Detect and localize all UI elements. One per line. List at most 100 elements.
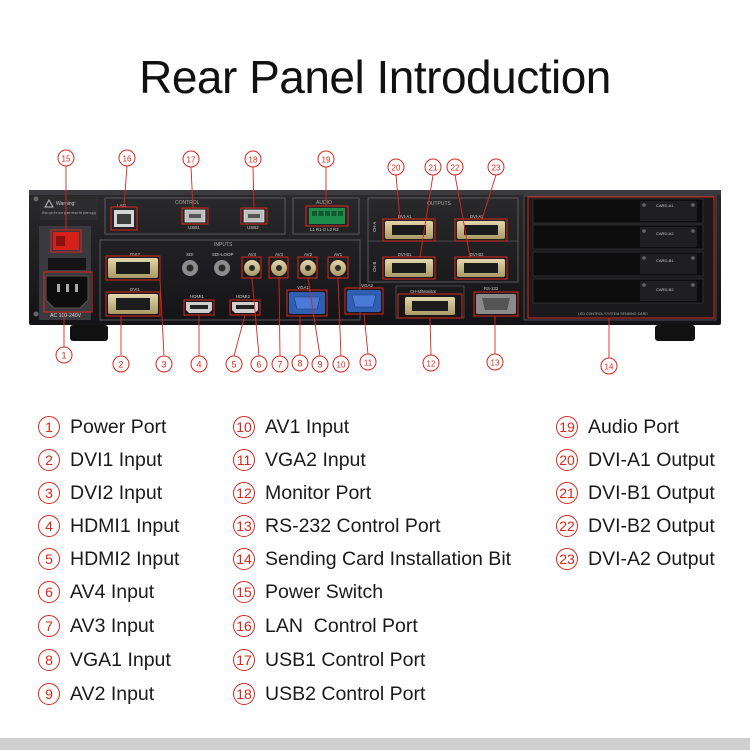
callout-8: 8 [291, 354, 309, 372]
card-slot-a1: CARD-A1 [532, 198, 704, 224]
callout-18: 18 [244, 150, 262, 168]
warning-text: When open the cover please remove the po… [42, 211, 96, 215]
sdi-loop-port: SDI-LOOP [212, 252, 234, 276]
svg-text:7: 7 [277, 360, 282, 370]
audio-pins: L1 R1 G L2 R2 [310, 227, 339, 232]
callout-9: 9 [311, 355, 329, 373]
legend-label: DVI1 Input [70, 448, 163, 471]
legend-item-18: 18 USB2 Control Port [233, 681, 425, 707]
legend-number: 20 [556, 449, 578, 471]
dvi-b1-port: DVI-B1 [385, 252, 433, 277]
callout-17: 17 [182, 150, 200, 168]
legend-label: VGA1 Input [70, 648, 171, 671]
callout-7: 7 [271, 355, 289, 373]
card-caption: LED CONTROL SYSTEM SENDING CARD [578, 312, 648, 316]
svg-text:21: 21 [429, 164, 438, 173]
callout-1: 1 [55, 346, 73, 364]
legend-number: 3 [38, 482, 60, 504]
svg-text:DVI-A1: DVI-A1 [398, 214, 412, 219]
callout-23: 23 [487, 158, 505, 176]
legend-label: LAN Control Port [265, 614, 418, 637]
svg-text:CARD-B1: CARD-B1 [656, 258, 674, 263]
legend-number: 18 [233, 683, 255, 705]
legend-number: 10 [233, 416, 255, 438]
control-label: CONTROL [175, 200, 200, 206]
legend-number: 23 [556, 548, 578, 570]
svg-text:DVI-B2: DVI-B2 [470, 252, 484, 257]
legend-number: 2 [38, 449, 60, 471]
svg-text:3: 3 [161, 360, 166, 370]
legend-number: 21 [556, 482, 578, 504]
callout-22: 22 [446, 158, 464, 176]
dvi-a2-port: DVI-A2 [457, 214, 505, 239]
svg-text:CARD-A2: CARD-A2 [656, 231, 674, 236]
av3-port: AV3 [271, 252, 287, 276]
callout-5: 5 [225, 355, 243, 373]
callout-16: 16 [118, 149, 136, 167]
callout-3: 3 [155, 355, 173, 373]
usb2-port: USB2 [243, 209, 265, 230]
legend-number: 5 [38, 548, 60, 570]
legend-label: AV1 Input [265, 415, 350, 438]
svg-text:SDI: SDI [186, 252, 194, 257]
svg-text:RS-232: RS-232 [484, 286, 499, 291]
av2-port: AV2 [300, 252, 316, 276]
ac-label: AC 100-240V [50, 313, 82, 319]
legend-label: USB2 Control Port [265, 682, 426, 705]
legend-label: HDMI2 Input [70, 547, 180, 570]
svg-text:USB1: USB1 [188, 225, 200, 230]
legend-number: 15 [233, 581, 255, 603]
callout-4: 4 [190, 355, 208, 373]
av4-port: AV4 [244, 252, 260, 276]
legend-number: 14 [233, 548, 255, 570]
right-foot [655, 325, 695, 341]
ch-b-label: CH-B [372, 262, 377, 272]
svg-text:19: 19 [322, 156, 331, 165]
callout-12: 12 [422, 354, 440, 372]
sdi-port: SDI [182, 252, 198, 276]
svg-text:DVI-B1: DVI-B1 [398, 252, 412, 257]
callout-13: 13 [486, 353, 504, 371]
svg-text:11: 11 [364, 359, 373, 368]
dvi1-port: DVI1 [108, 287, 158, 314]
svg-text:5: 5 [231, 360, 236, 370]
fuse-drawer [48, 258, 86, 270]
warning-sticker: Warning: When open the cover please remo… [40, 196, 98, 220]
svg-text:USB2: USB2 [247, 225, 259, 230]
legend-number: 9 [38, 683, 60, 705]
legend-number: 11 [233, 449, 255, 471]
svg-text:CARD-B2: CARD-B2 [656, 287, 674, 292]
svg-text:13: 13 [491, 359, 500, 368]
legend-number: 8 [38, 649, 60, 671]
svg-text:LAN: LAN [117, 203, 126, 208]
callout-19: 19 [317, 150, 335, 168]
card-slot-b2: CARD-B2 [532, 278, 704, 304]
svg-text:DVI-A2: DVI-A2 [470, 214, 484, 219]
svg-text:16: 16 [123, 155, 132, 164]
legend-item-5: 5 HDMI2 Input [38, 546, 179, 572]
screw [33, 311, 39, 317]
legend-number: 6 [38, 581, 60, 603]
svg-text:1: 1 [61, 351, 66, 361]
callout-6: 6 [250, 355, 268, 373]
monitor-port: CH-M/Monitor [405, 289, 455, 315]
legend-label: Audio Port [588, 415, 680, 438]
svg-text:AV1: AV1 [334, 252, 343, 257]
svg-text:20: 20 [392, 164, 401, 173]
leader-lines [63, 165, 610, 358]
callout-14: 14 [600, 357, 618, 375]
svg-text:AV3: AV3 [275, 252, 284, 257]
lan-port: LAN [114, 203, 134, 227]
svg-text:HDMI2: HDMI2 [236, 294, 250, 299]
